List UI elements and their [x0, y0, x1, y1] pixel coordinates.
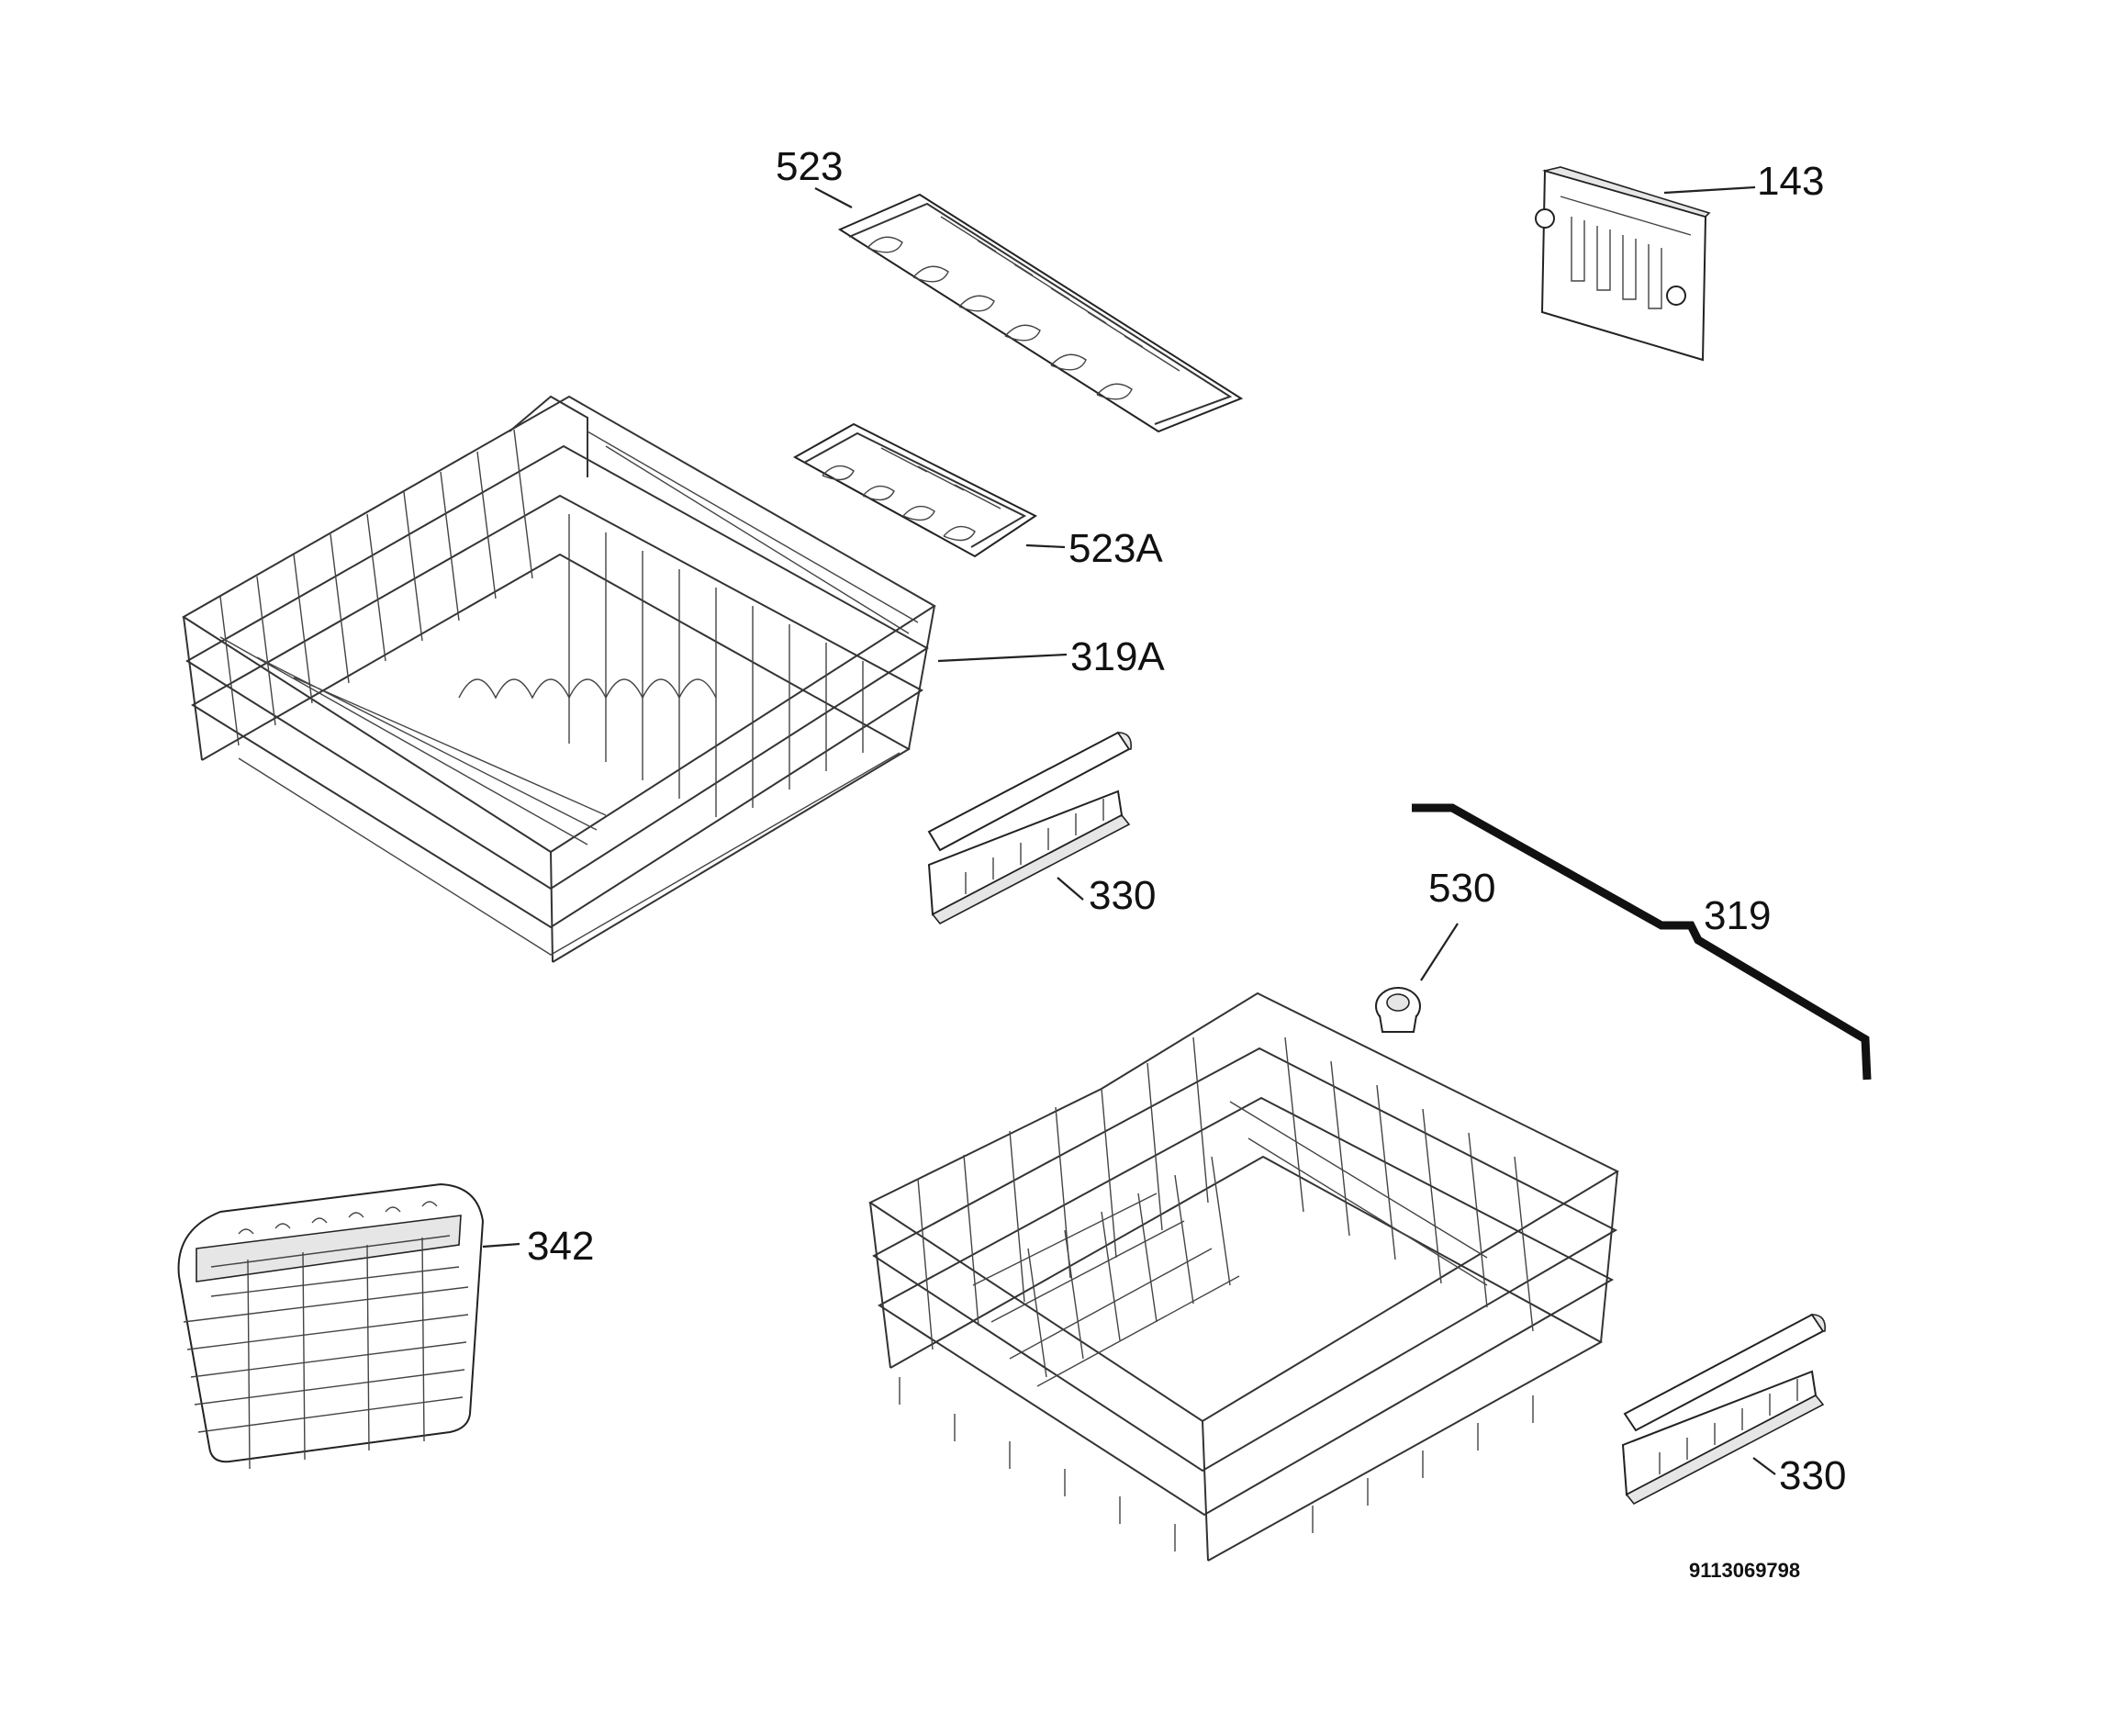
leader-143: [1663, 185, 1756, 195]
part-143-bracket: [1535, 166, 1711, 362]
label-330-upper: 330: [1089, 873, 1156, 918]
leader-523: [814, 187, 853, 208]
part-530-wheel: [1375, 987, 1421, 1033]
part-labels: 523 143 523A 319A 330 530 319 342 330 91…: [527, 144, 1846, 1582]
label-330-lower: 330: [1779, 1453, 1846, 1498]
label-523a: 523A: [1068, 526, 1163, 571]
label-143: 143: [1757, 159, 1824, 204]
part-330-upper: [927, 731, 1133, 925]
leader-523a: [1025, 543, 1066, 549]
part-319-lower-basket: [867, 991, 1620, 1562]
label-319: 319: [1704, 893, 1771, 938]
leader-342: [482, 1242, 520, 1249]
part-523-rail: [837, 193, 1244, 433]
part-342-cutlery-basket: [177, 1182, 485, 1470]
leader-lines: [482, 185, 1776, 1475]
leader-330-lower: [1752, 1457, 1776, 1475]
document-id: 9113069798: [1689, 1559, 1800, 1582]
part-319a-upper-basket: [182, 395, 936, 963]
label-523: 523: [776, 144, 843, 189]
label-319a: 319A: [1070, 634, 1165, 679]
leader-319a: [937, 653, 1068, 663]
part-330-lower: [1621, 1313, 1827, 1506]
part-523a-rail: [792, 422, 1037, 558]
part-319-strip: [1412, 803, 1872, 1081]
label-530: 530: [1428, 866, 1495, 911]
label-342: 342: [527, 1224, 594, 1269]
leader-330-upper: [1057, 877, 1084, 901]
leader-530: [1420, 923, 1459, 981]
